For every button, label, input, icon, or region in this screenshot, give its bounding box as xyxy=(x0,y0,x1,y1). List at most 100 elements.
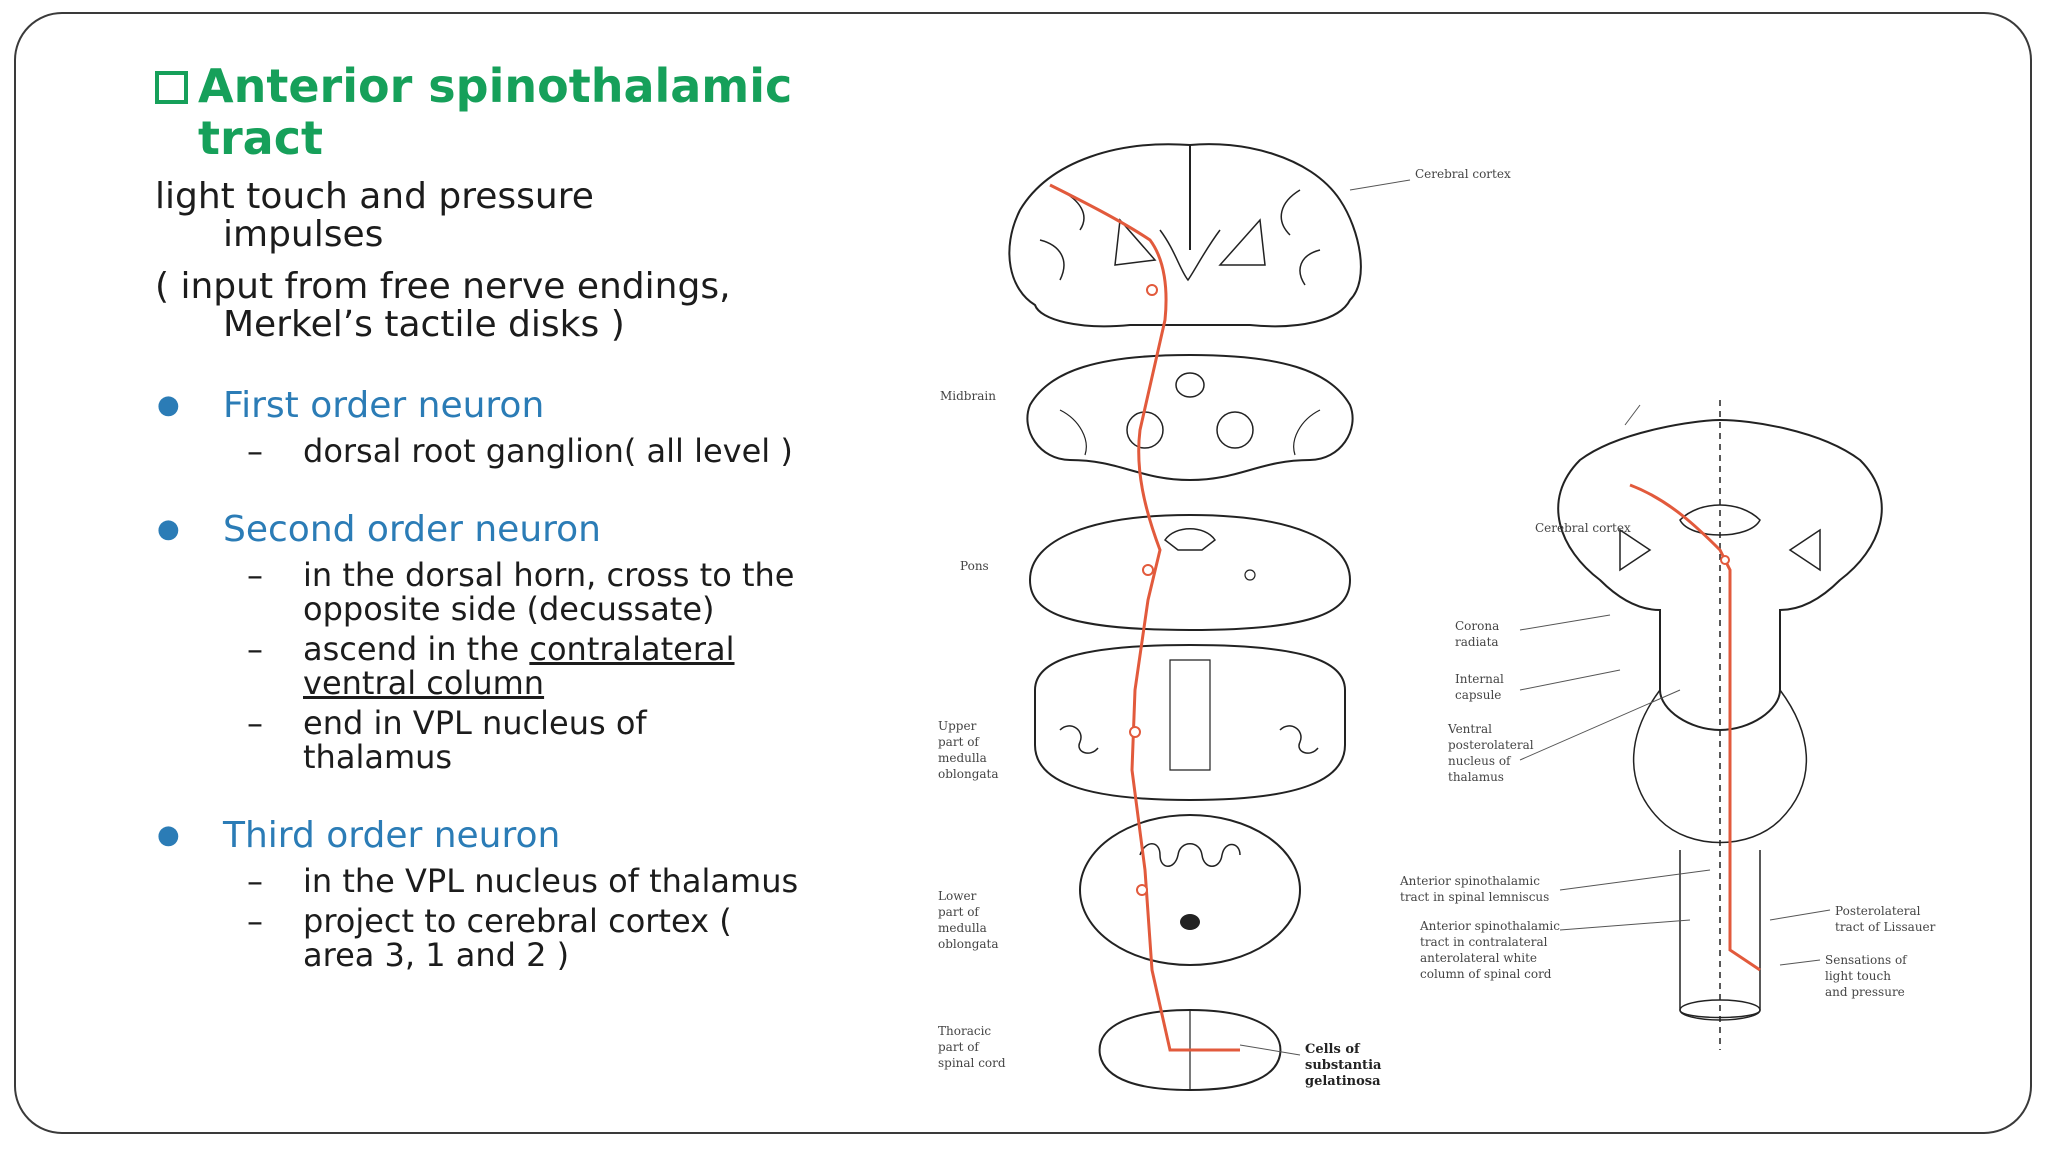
neuroanatomy-figure: Cerebral cortex Midbrain Pons Upper part… xyxy=(920,130,1940,1100)
svg-text:Corona: Corona xyxy=(1455,619,1499,633)
svg-text:part of: part of xyxy=(938,735,980,749)
second-order-neuron: ● Second order neuron – in the dorsal ho… xyxy=(155,508,915,774)
label-lissauer: Posterolateral tract of Lissauer xyxy=(1835,904,1936,934)
svg-text:Thoracic: Thoracic xyxy=(938,1024,991,1038)
underlined-text: ventral column xyxy=(303,664,545,702)
lower-medulla-section-icon xyxy=(1079,814,1301,966)
checkbox-bullet-icon xyxy=(155,71,188,104)
slide-frame xyxy=(14,12,2032,1134)
description-impulses: light touch and pressure impulses xyxy=(155,178,915,254)
label-lower-medulla: Lower part of medulla oblongata xyxy=(938,889,999,951)
underlined-text: contralateral xyxy=(529,630,735,668)
upper-medulla-section-icon xyxy=(1034,643,1346,802)
sub-item: – ascend in the contralateral ventral co… xyxy=(155,632,915,700)
svg-text:gelatinosa: gelatinosa xyxy=(1305,1074,1381,1089)
pathway-diagram: Cerebral cortex Midbrain Pons Upper part… xyxy=(938,143,1936,1092)
desc-line: light touch and pressure xyxy=(155,176,594,217)
desc-line: Merkel’s tactile disks ) xyxy=(223,304,625,345)
label-right-cortex: Cerebral cortex xyxy=(1535,521,1631,535)
svg-text:anterolateral white: anterolateral white xyxy=(1420,951,1537,965)
svg-text:substantia: substantia xyxy=(1305,1058,1382,1073)
svg-text:part of: part of xyxy=(938,1040,980,1054)
bullet-title: First order neuron xyxy=(223,385,545,426)
sub-text: in the dorsal horn, cross to the xyxy=(303,556,795,594)
first-order-neuron: ● First order neuron – dorsal root gangl… xyxy=(155,384,915,468)
dash-icon: – xyxy=(247,902,263,940)
sub-text: ascend in the xyxy=(303,630,530,668)
svg-text:part of: part of xyxy=(938,905,980,919)
sub-item: – end in VPL nucleus of thalamus xyxy=(155,706,915,774)
svg-text:Anterior spinothalamic: Anterior spinothalamic xyxy=(1419,919,1560,933)
svg-text:oblongata: oblongata xyxy=(938,937,999,951)
desc-line: ( input from free nerve endings, xyxy=(155,266,731,307)
svg-text:tract in contralateral: tract in contralateral xyxy=(1420,935,1548,949)
svg-text:tract of Lissauer: tract of Lissauer xyxy=(1835,920,1936,934)
sub-text: opposite side (decussate) xyxy=(303,590,715,628)
sub-item: – in the VPL nucleus of thalamus xyxy=(155,864,915,898)
text-panel: Anterior spinothalamic tract light touch… xyxy=(155,60,915,1012)
svg-text:light touch: light touch xyxy=(1825,969,1891,983)
dash-icon: – xyxy=(247,556,263,594)
label-substantia: Cells of substantia gelatinosa xyxy=(1305,1042,1382,1089)
svg-text:Upper: Upper xyxy=(938,719,977,733)
description-input: ( input from free nerve endings, Merkel’… xyxy=(155,268,915,344)
title-row: Anterior spinothalamic tract xyxy=(155,60,915,164)
label-pons: Pons xyxy=(960,559,989,573)
leader-lines xyxy=(1239,179,1831,1056)
svg-text:radiata: radiata xyxy=(1455,635,1499,649)
svg-text:capsule: capsule xyxy=(1455,688,1501,702)
slide-title: Anterior spinothalamic tract xyxy=(198,60,792,164)
dash-icon: – xyxy=(247,862,263,900)
label-midbrain: Midbrain xyxy=(940,389,996,403)
dash-icon: – xyxy=(247,704,263,742)
svg-text:posterolateral: posterolateral xyxy=(1448,738,1534,752)
sub-item: – dorsal root ganglion( all level ) xyxy=(155,434,915,468)
sub-item: – in the dorsal horn, cross to the oppos… xyxy=(155,558,915,626)
label-vpl: Ventral posterolateral nucleus of thalam… xyxy=(1447,722,1534,784)
sub-text: dorsal root ganglion( all level ) xyxy=(303,432,793,470)
svg-text:tract in spinal lemniscus: tract in spinal lemniscus xyxy=(1400,890,1549,904)
desc-line: impulses xyxy=(223,214,384,255)
sub-item: – project to cerebral cortex ( area 3, 1… xyxy=(155,904,915,972)
svg-text:medulla: medulla xyxy=(938,751,987,765)
bullet-dot-icon: ● xyxy=(157,390,180,420)
title-line-1: Anterior spinothalamic xyxy=(198,59,793,113)
svg-text:Sensations of: Sensations of xyxy=(1825,953,1908,967)
pons-section-icon xyxy=(1028,513,1352,632)
svg-text:thalamus: thalamus xyxy=(1448,770,1504,784)
svg-text:Ventral: Ventral xyxy=(1447,722,1492,736)
third-order-neuron: ● Third order neuron – in the VPL nucleu… xyxy=(155,814,915,972)
label-sensations: Sensations of light touch and pressure xyxy=(1825,953,1908,999)
svg-text:column of spinal cord: column of spinal cord xyxy=(1420,967,1552,981)
sub-text: area 3, 1 and 2 ) xyxy=(303,936,570,974)
title-line-2: tract xyxy=(198,111,323,165)
svg-text:Anterior spinothalamic: Anterior spinothalamic xyxy=(1399,874,1540,888)
description: light touch and pressure impulses ( inpu… xyxy=(155,178,915,344)
label-internal-capsule: Internal capsule xyxy=(1455,672,1504,702)
neuron-list: ● First order neuron – dorsal root gangl… xyxy=(155,384,915,972)
label-ast-lemniscus: Anterior spinothalamic tract in spinal l… xyxy=(1399,874,1549,904)
bullet-dot-icon: ● xyxy=(157,820,180,850)
dash-icon: – xyxy=(247,630,263,668)
label-upper-medulla: Upper part of medulla oblongata xyxy=(938,719,999,781)
sub-text: thalamus xyxy=(303,738,453,776)
svg-text:nucleus of: nucleus of xyxy=(1448,754,1512,768)
label-corona: Corona radiata xyxy=(1455,619,1499,649)
svg-text:medulla: medulla xyxy=(938,921,987,935)
svg-text:Internal: Internal xyxy=(1455,672,1504,686)
midbrain-section-icon xyxy=(1026,353,1354,482)
dash-icon: – xyxy=(247,432,263,470)
sub-text: in the VPL nucleus of thalamus xyxy=(303,862,799,900)
sub-text: end in VPL nucleus of xyxy=(303,704,647,742)
label-ast-column: Anterior spinothalamic tract in contrala… xyxy=(1419,919,1560,981)
label-thoracic: Thoracic part of spinal cord xyxy=(938,1024,1006,1070)
svg-text:Cells of: Cells of xyxy=(1305,1042,1361,1057)
sub-text: project to cerebral cortex ( xyxy=(303,902,732,940)
bullet-title: Third order neuron xyxy=(223,815,561,856)
svg-text:and pressure: and pressure xyxy=(1825,985,1905,999)
label-cerebral-cortex: Cerebral cortex xyxy=(1415,167,1511,181)
bullet-title: Second order neuron xyxy=(223,509,601,550)
tract-pathway xyxy=(1049,183,1761,1052)
svg-text:spinal cord: spinal cord xyxy=(938,1056,1006,1070)
svg-text:Lower: Lower xyxy=(938,889,977,903)
